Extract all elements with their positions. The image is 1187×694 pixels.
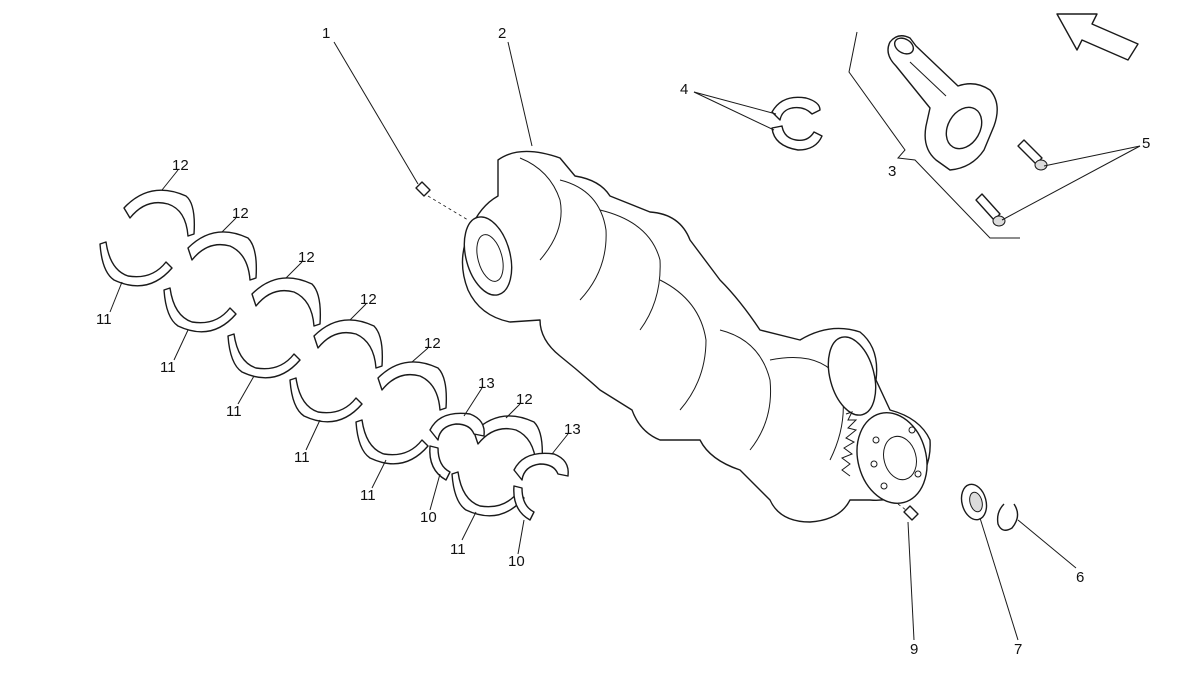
connecting-rod-bolt-upper <box>1017 139 1048 171</box>
callout-2: 2 <box>498 25 506 42</box>
crankshaft <box>461 150 931 523</box>
callout-12c: 12 <box>298 249 315 266</box>
callout-9: 9 <box>910 641 918 658</box>
callout-12e: 12 <box>424 335 441 352</box>
callout-10a: 10 <box>420 509 437 526</box>
callout-11b: 11 <box>160 359 176 376</box>
callout-12a: 12 <box>172 157 189 174</box>
callout-3: 3 <box>888 163 896 180</box>
dowel-pin-front <box>415 181 469 221</box>
callout-11a: 11 <box>96 311 112 328</box>
direction-arrow-icon <box>1056 13 1139 61</box>
pilot-bearing <box>960 483 988 521</box>
callout-11f: 11 <box>450 541 466 558</box>
callout-6: 6 <box>1076 569 1084 586</box>
thrust-washers <box>429 412 569 481</box>
main-bearing-shells-upper <box>123 189 544 465</box>
connecting-rod-bearing-shells <box>771 96 823 151</box>
leader-lines <box>109 41 1141 641</box>
callout-12d: 12 <box>360 291 377 308</box>
callout-1: 1 <box>322 25 330 42</box>
callout-12f: 12 <box>516 391 533 408</box>
main-bearing-shells-lower <box>99 241 525 517</box>
callout-7: 7 <box>1014 641 1022 658</box>
connecting-rod <box>887 35 998 171</box>
thrust-washers-lower <box>429 445 535 521</box>
connecting-rod-inset <box>848 31 1048 239</box>
dowel-pin-rear <box>897 503 919 521</box>
callout-11e: 11 <box>360 487 376 504</box>
callout-12b: 12 <box>232 205 249 222</box>
callout-10b: 10 <box>508 553 525 570</box>
callout-13a: 13 <box>478 375 495 392</box>
callout-5: 5 <box>1142 135 1150 152</box>
callout-labels: 1 2 3 4 5 6 7 9 10 10 11 11 11 11 11 11 … <box>96 25 1150 658</box>
callout-11c: 11 <box>226 403 242 420</box>
connecting-rod-bolt-lower <box>975 193 1006 227</box>
callout-13b: 13 <box>564 421 581 438</box>
callout-11d: 11 <box>294 449 310 466</box>
callout-4: 4 <box>680 81 688 98</box>
circlip <box>996 503 1019 531</box>
